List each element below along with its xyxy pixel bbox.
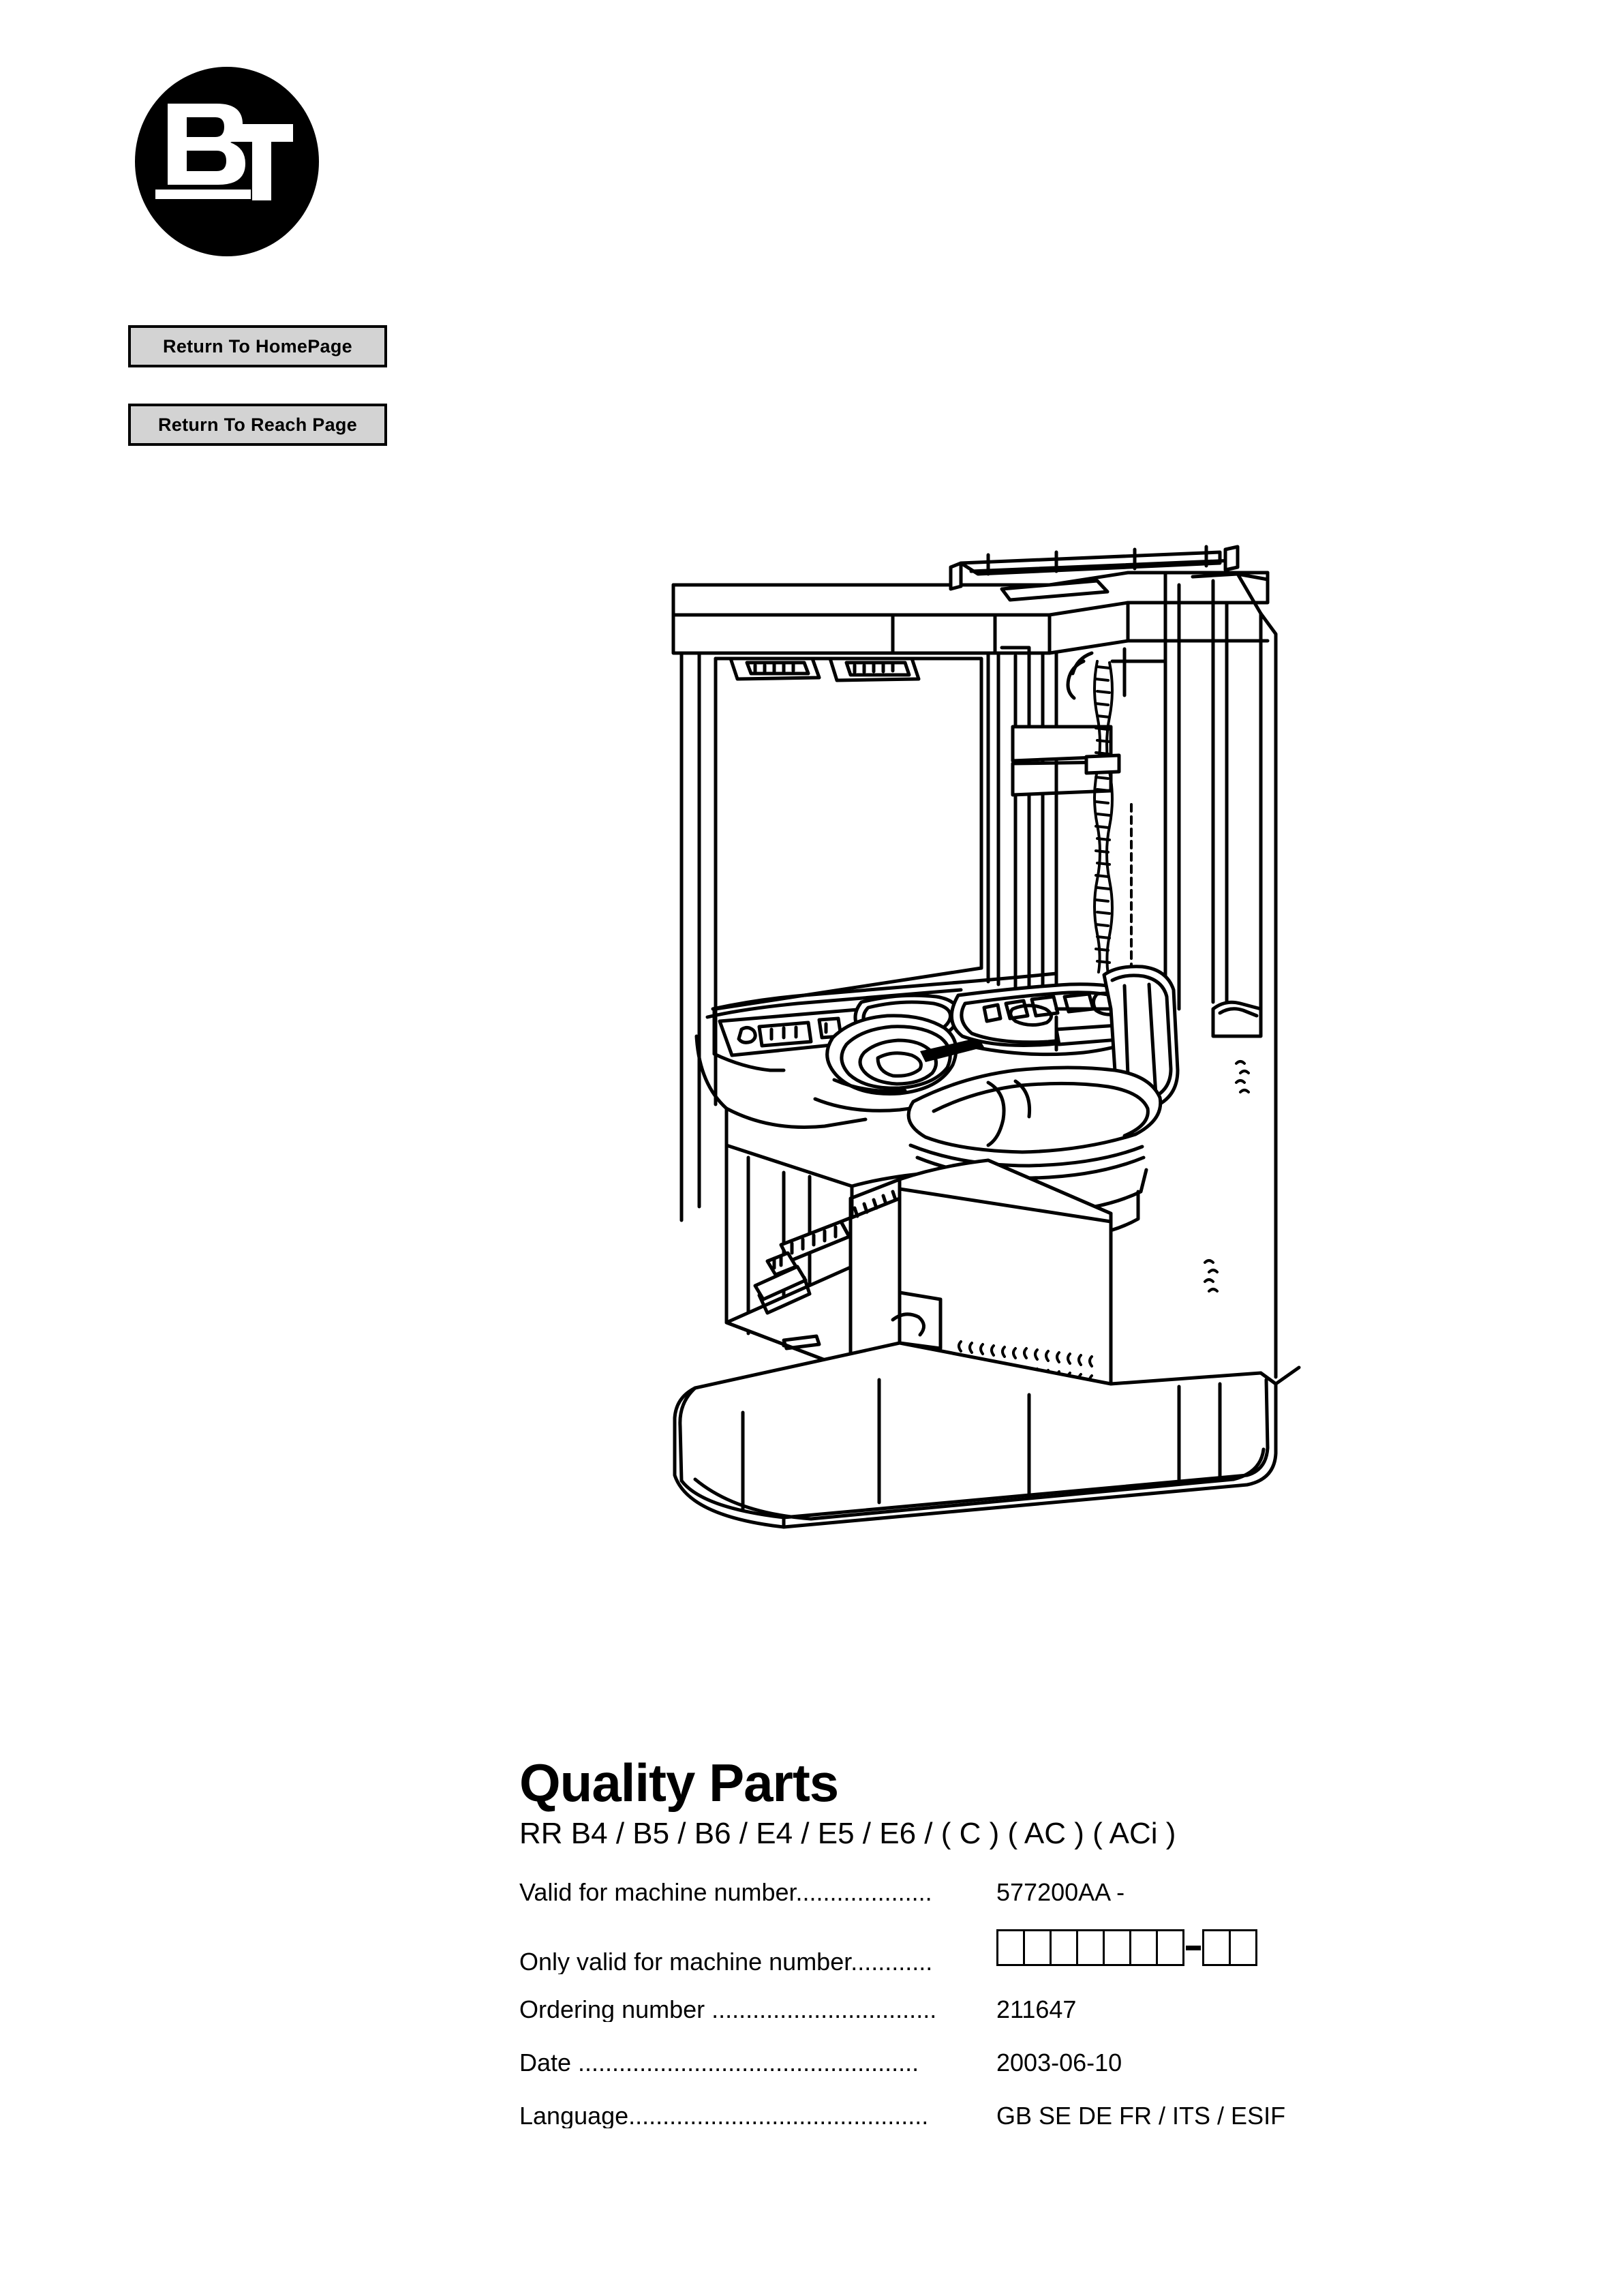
spec-label-date: Date ...................................… (519, 2051, 919, 2075)
reach-truck-drawing (671, 545, 1301, 1529)
machine-number-char-box[interactable] (1202, 1929, 1231, 1966)
machine-number-separator-dash (1186, 1945, 1201, 1950)
machine-number-char-box[interactable] (1023, 1929, 1052, 1966)
spec-row-valid-for-machine-number: Valid for machine number................… (519, 1880, 1460, 1905)
spec-value-valid-for-machine-number: 577200AA - (996, 1878, 1125, 1906)
machine-number-input-boxes[interactable] (996, 1929, 1460, 1966)
spec-value-ordering-number: 211647 (996, 1995, 1077, 2023)
bt-logo-icon (135, 67, 319, 256)
return-to-reach-page-label: Return To Reach Page (157, 414, 358, 435)
return-to-reach-page-button[interactable]: Return To Reach Page (128, 404, 387, 446)
machine-number-char-box[interactable] (1156, 1929, 1184, 1966)
machine-number-char-box[interactable] (1050, 1929, 1078, 1966)
bt-logo (135, 67, 319, 256)
spec-value-date: 2003-06-10 (996, 2049, 1122, 2076)
reach-truck-illustration (579, 532, 1302, 1595)
machine-number-char-box[interactable] (1103, 1929, 1131, 1966)
machine-number-char-box[interactable] (1076, 1929, 1105, 1966)
spec-row-date: Date ...................................… (519, 2051, 1460, 2075)
spec-label-language: Language................................… (519, 2104, 929, 2128)
spec-row-language: Language................................… (519, 2104, 1460, 2128)
spec-label-ordering-number: Ordering number ........................… (519, 1997, 937, 2022)
model-designation: RR B4 / B5 / B6 / E4 / E5 / E6 / ( C ) (… (519, 1817, 1176, 1850)
spec-value-language: GB SE DE FR / ITS / ESIF (996, 2102, 1286, 2130)
machine-number-box-group-one[interactable] (996, 1929, 1184, 1966)
return-to-homepage-button[interactable]: Return To HomePage (128, 325, 387, 367)
page-title: Quality Parts (519, 1753, 839, 1813)
machine-number-char-box[interactable] (996, 1929, 1025, 1966)
document-info-block: Quality Parts RR B4 / B5 / B6 / E4 / E5 … (519, 1756, 1460, 2157)
machine-number-box-group-two[interactable] (1202, 1929, 1257, 1966)
return-to-homepage-label: Return To HomePage (163, 335, 352, 357)
spec-label-valid-for-machine-number: Valid for machine number................… (519, 1880, 932, 1905)
spec-label-only-valid-for-machine-number: Only valid for machine number...........… (519, 1950, 933, 1974)
spec-row-only-valid-for-machine-number: Only valid for machine number...........… (519, 1929, 1460, 1974)
machine-number-char-box[interactable] (1129, 1929, 1158, 1966)
spec-row-ordering-number: Ordering number ........................… (519, 1997, 1460, 2022)
machine-number-char-box[interactable] (1229, 1929, 1257, 1966)
